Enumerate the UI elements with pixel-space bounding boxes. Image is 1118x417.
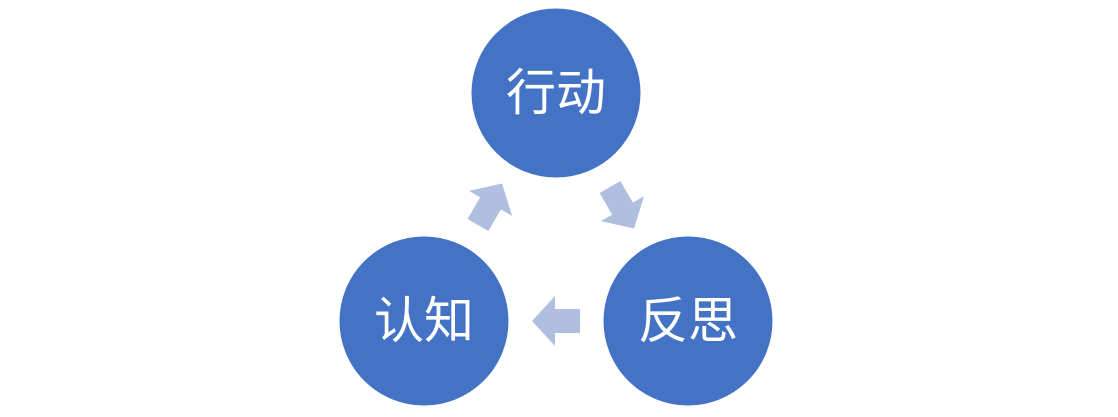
node-cognition: 认知: [336, 233, 512, 409]
arrow-action-to-reflection: [599, 180, 645, 229]
node-cognition-label: 认知: [374, 292, 474, 350]
node-cognition-circle: [336, 233, 512, 409]
node-action-circle: [468, 5, 644, 181]
arrow-reflection-to-cognition: [532, 296, 580, 346]
node-action: 行动: [468, 5, 644, 181]
node-reflection-circle: [600, 233, 776, 409]
arrow-cognition-to-action: [467, 183, 513, 232]
node-action-label: 行动: [506, 64, 606, 122]
node-reflection: 反思: [600, 233, 776, 409]
node-reflection-label: 反思: [638, 292, 738, 350]
